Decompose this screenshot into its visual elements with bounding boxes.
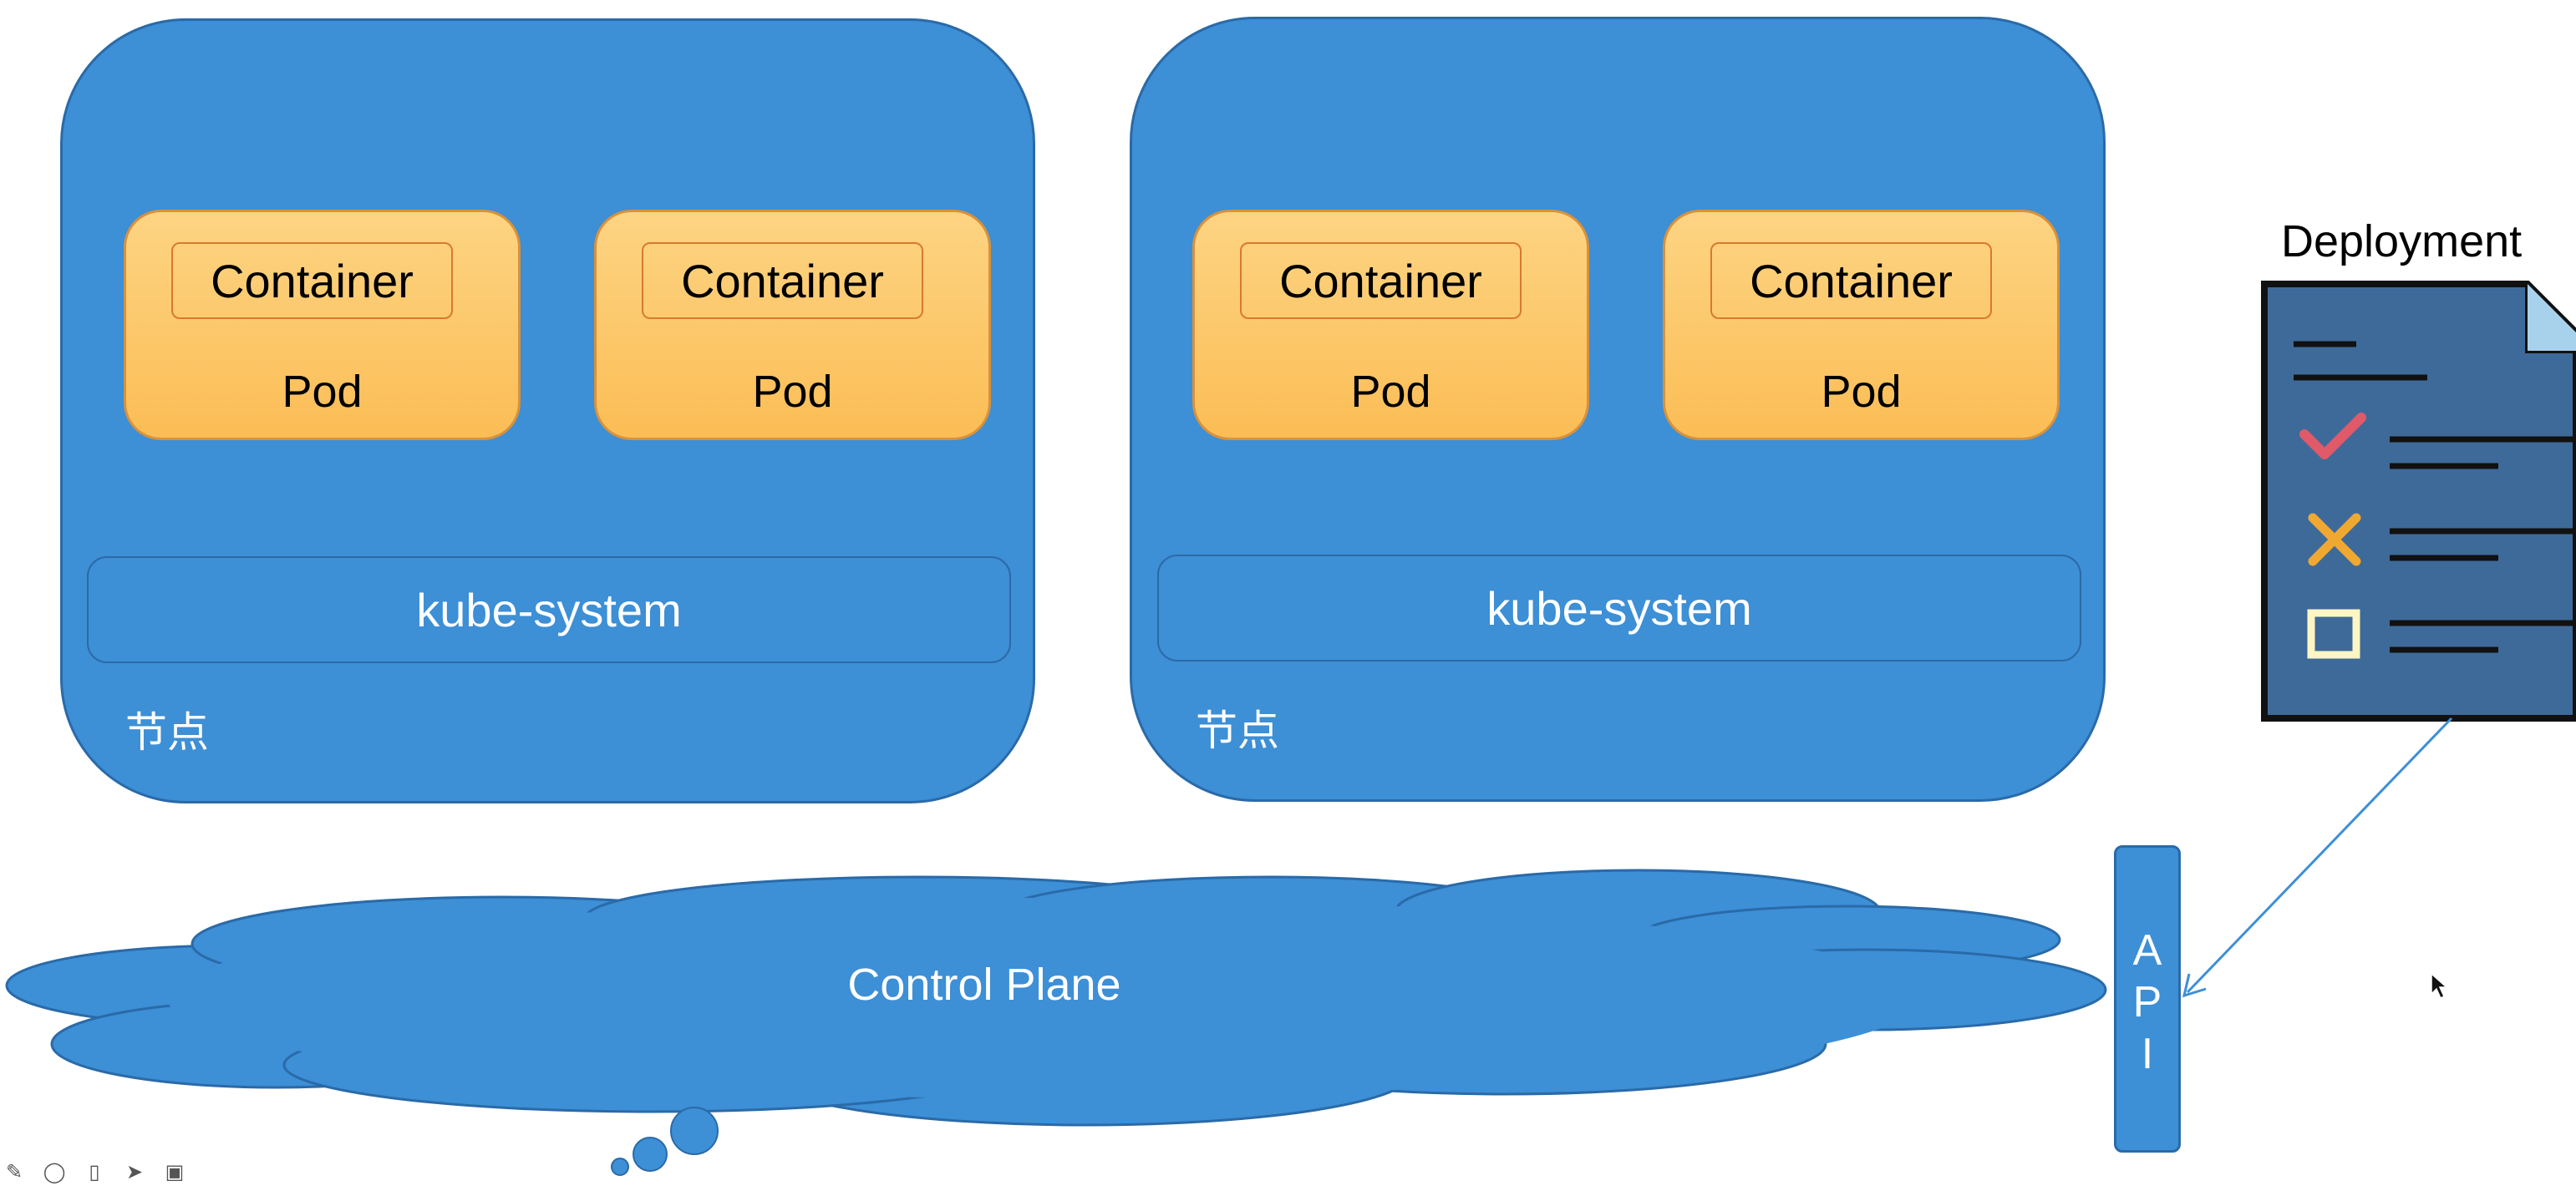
api-letter: P bbox=[2132, 978, 2162, 1026]
pod-label: Pod bbox=[1350, 367, 1431, 417]
container-box: Container bbox=[171, 242, 453, 319]
pod-label: Pod bbox=[752, 367, 833, 417]
node-label: 节点 bbox=[1196, 707, 1279, 755]
control-plane-label: Control Plane bbox=[847, 960, 1121, 1010]
cloud-bubbles bbox=[611, 1107, 719, 1176]
deployment-title: Deployment bbox=[2281, 216, 2523, 266]
api-bar: A P I bbox=[2114, 845, 2181, 1153]
cross-icon bbox=[2308, 513, 2361, 566]
container-box: Container bbox=[642, 242, 923, 319]
pod: Container Pod bbox=[124, 210, 521, 440]
pod-label: Pod bbox=[282, 367, 363, 417]
mouse-cursor-icon bbox=[2431, 972, 2448, 1000]
pod: Container Pod bbox=[1663, 210, 2060, 440]
eraser-icon[interactable]: ▯ bbox=[89, 1161, 100, 1183]
presentation-toolbar: ✎ ◯ ▯ ➤ ▣ bbox=[0, 1159, 187, 1186]
pointer-icon[interactable]: ➤ bbox=[125, 1161, 144, 1183]
node-label: 节点 bbox=[125, 708, 209, 757]
api-label: A P I bbox=[2116, 925, 2178, 1080]
palette-icon[interactable]: ◯ bbox=[43, 1161, 66, 1183]
api-letter: I bbox=[2141, 1030, 2154, 1078]
pod: Container Pod bbox=[1192, 210, 1589, 440]
control-plane-cloud bbox=[5, 869, 2107, 1127]
deployment-document-icon bbox=[2261, 281, 2576, 722]
empty-box-icon bbox=[2307, 609, 2360, 659]
kube-system-bar: kube-system bbox=[87, 556, 1011, 663]
pod: Container Pod bbox=[594, 210, 991, 440]
kube-system-bar: kube-system bbox=[1157, 555, 2081, 661]
container-box: Container bbox=[1710, 242, 1992, 319]
node-1: Container Pod Container Pod kube-system … bbox=[60, 18, 1035, 803]
node-2: Container Pod Container Pod kube-system … bbox=[1130, 17, 2106, 802]
api-letter: A bbox=[2132, 926, 2162, 975]
pod-label: Pod bbox=[1821, 367, 1902, 417]
deployment-to-api-arrow bbox=[2182, 717, 2453, 998]
check-icon bbox=[2299, 413, 2366, 459]
screen-icon[interactable]: ▣ bbox=[165, 1161, 185, 1183]
pen-icon[interactable]: ✎ bbox=[5, 1161, 23, 1183]
container-box: Container bbox=[1240, 242, 1522, 319]
